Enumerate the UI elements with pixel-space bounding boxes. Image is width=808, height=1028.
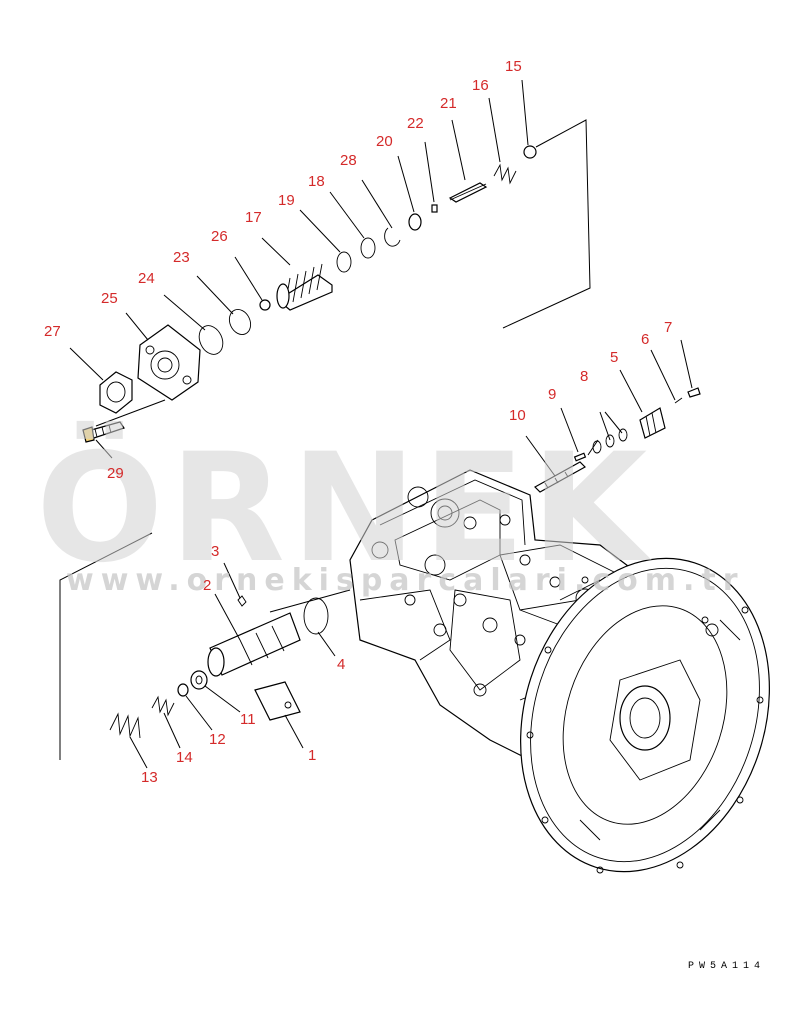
callout-24: 24 [138,270,155,287]
callout-18: 18 [308,173,325,190]
callout-8: 8 [580,368,588,385]
watermark: ÖRNEK www.ornekisparcalari.com.tr [36,420,745,598]
bracket-lines [59,119,623,760]
callout-19: 19 [278,192,295,209]
callout-12: 12 [209,731,226,748]
callout-20: 20 [376,133,393,150]
callout-28: 28 [340,152,357,169]
watermark-url: www.ornekisparcalari.com.tr [66,563,745,598]
callout-6: 6 [641,331,649,348]
callout-11: 11 [240,711,256,728]
callout-10: 10 [509,407,526,424]
callout-2: 2 [203,577,211,594]
callout-17: 17 [245,209,262,226]
callout-26: 26 [211,228,228,245]
callout-labels: 1 2 3 4 5 6 7 8 9 10 11 12 13 14 15 16 1… [44,58,672,786]
callout-25: 25 [101,290,118,307]
callout-21: 21 [440,95,457,112]
pump-assembly-drawing [349,469,770,874]
callout-16: 16 [472,77,489,94]
callout-1: 1 [308,747,316,764]
watermark-brand: ÖRNEK [36,420,653,596]
drawing-code: PW5A114 [688,961,765,972]
callout-5: 5 [610,349,618,366]
callout-9: 9 [548,386,556,403]
callout-13: 13 [141,769,158,786]
callout-3: 3 [211,543,219,560]
callout-14: 14 [176,749,193,766]
exploded-parts [82,145,701,739]
callout-23: 23 [173,249,190,266]
leader-lines [69,79,693,769]
callout-22: 22 [407,115,424,132]
callout-29: 29 [107,465,124,482]
callout-15: 15 [505,58,522,75]
callout-7: 7 [664,319,672,336]
callout-4: 4 [337,656,345,673]
callout-27: 27 [44,323,61,340]
